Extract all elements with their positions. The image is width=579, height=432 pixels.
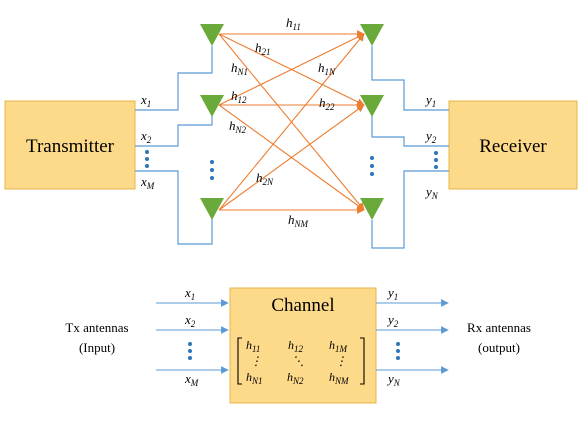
path-h1N <box>218 33 365 211</box>
matrix-h11: h11 <box>246 338 260 354</box>
matrix-h1M: h1M <box>329 338 348 354</box>
bottom-input-x1: x1 <box>184 285 195 302</box>
rx-antennas-sublabel: (output) <box>478 340 520 355</box>
bottom-input-xm: xM <box>184 371 199 388</box>
rx-antenna-2-icon <box>360 95 384 117</box>
matrix-hNM: hNM <box>329 370 349 386</box>
ellipsis-dots-bottom <box>188 342 400 360</box>
label-hN1: hN1 <box>231 60 248 77</box>
rx-output-y2: y2 <box>424 128 437 145</box>
label-hNM: hNM <box>288 212 309 229</box>
rx-antenna-n-icon <box>360 198 384 220</box>
rx-antennas-label: Rx antennas <box>467 320 531 335</box>
tx-antenna-m-icon <box>200 198 224 220</box>
bottom-output-y1: y1 <box>386 285 398 302</box>
label-h2N: h2N <box>256 170 274 187</box>
bottom-output-yn: yN <box>386 371 401 388</box>
tx-antennas <box>200 24 224 220</box>
matrix-hN1: hN1 <box>246 370 263 386</box>
tx-input-xm: xM <box>140 174 155 191</box>
transmitter-label: Transmitter <box>26 136 115 157</box>
tx-wires <box>135 46 213 245</box>
label-h12: h12 <box>231 88 247 105</box>
bottom-output-y2: y2 <box>386 312 399 329</box>
matrix-vdots-2: ⋮ <box>335 354 347 368</box>
tx-input-x1: x1 <box>140 92 151 109</box>
label-h22: h22 <box>319 95 335 112</box>
tx-antennas-label: Tx antennas <box>65 320 128 335</box>
channel-paths <box>218 30 365 214</box>
ellipsis-dots-top <box>145 150 438 180</box>
input-arrows <box>156 299 229 374</box>
matrix-h12: h12 <box>288 338 304 354</box>
rx-wires <box>371 46 449 249</box>
tx-input-x2: x2 <box>140 128 152 145</box>
rx-output-yn: yN <box>424 184 439 201</box>
receiver-box <box>448 100 578 190</box>
matrix-ddots: ⋱ <box>292 354 304 368</box>
channel-title: Channel <box>271 295 334 316</box>
tx-antenna-2-icon <box>200 95 224 117</box>
matrix-vdots-1: ⋮ <box>250 354 262 368</box>
rx-output-y1: y1 <box>424 92 436 109</box>
transmitter-box <box>4 100 136 190</box>
matrix-brackets <box>237 337 365 385</box>
bottom-input-x2: x2 <box>184 312 196 329</box>
tx-antenna-1-icon <box>200 24 224 46</box>
label-hN2: hN2 <box>229 118 247 135</box>
label-h21: h21 <box>255 40 271 57</box>
tx-antennas-sublabel: (Input) <box>79 340 115 355</box>
rx-antenna-1-icon <box>360 24 384 46</box>
path-h12 <box>218 33 365 106</box>
receiver-label: Receiver <box>479 136 547 157</box>
path-h2N <box>218 104 365 211</box>
output-arrows <box>376 299 449 374</box>
rx-antennas <box>360 24 384 220</box>
matrix-hN2: hN2 <box>287 370 304 386</box>
label-h11: h11 <box>286 15 301 32</box>
channel-box <box>229 287 377 404</box>
label-h1N: h1N <box>318 60 336 77</box>
